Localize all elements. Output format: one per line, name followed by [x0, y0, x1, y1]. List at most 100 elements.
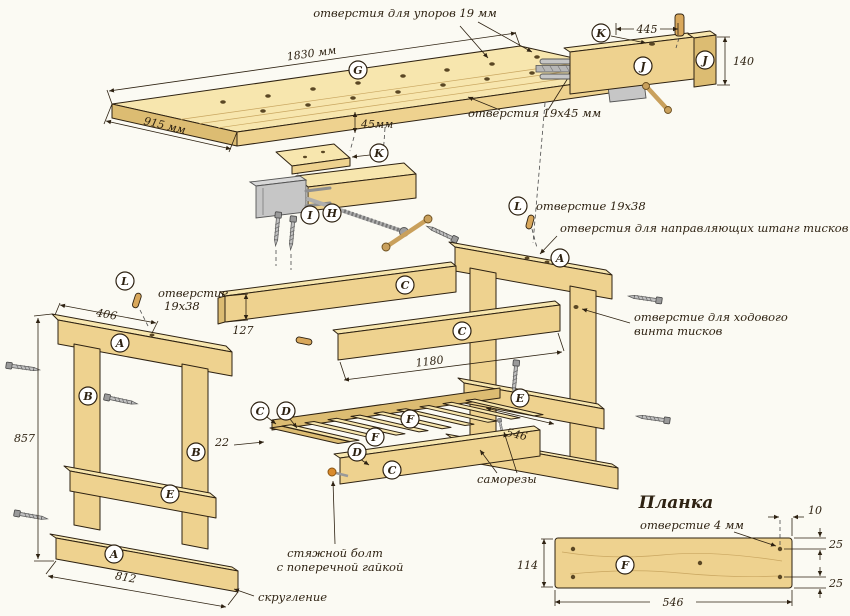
callout-k-2: K [351, 143, 389, 163]
label-hole-4mm: отверстие 4 мм [640, 518, 744, 532]
callout-d-2: D [347, 442, 370, 466]
tie-bolt-head [327, 467, 337, 477]
plank-detail: Планка F отверстие 4 мм 114 546 10 25 [517, 493, 843, 609]
dim-apron-length: 445 [636, 23, 658, 36]
callout-letter-b: B [82, 390, 92, 403]
callout-j-1: J [633, 56, 653, 76]
dim-plank-hole-bottom: 25 [828, 577, 843, 590]
callout-c-2: C [452, 321, 472, 341]
callout-letter-c: C [256, 405, 265, 418]
callout-letter-e: E [165, 488, 175, 501]
callout-e-2: E [510, 388, 530, 408]
dim-plank-height: 114 [517, 559, 538, 572]
dim-rail-length: 1180 [415, 353, 444, 369]
callout-f-2: F [365, 427, 385, 447]
label-tie-bolt-line1: стяжной болт [287, 546, 383, 560]
callout-a-2: A [104, 544, 124, 564]
vise-hole-labels: L отверстие 19х38 отверстия для направля… [508, 196, 849, 338]
callout-letter-g: G [353, 64, 362, 77]
vise-t-handle [383, 216, 431, 250]
label-hole-19x38-line2: 19х38 [164, 299, 200, 313]
callout-letter-h: H [326, 207, 338, 220]
tabletop-dimensions: 1830 мм 915 мм 45мм отверстия для упоров… [103, 6, 601, 153]
callout-letter-i: I [306, 209, 313, 222]
dowel-pin [295, 336, 313, 346]
label-holes-for-stops: отверстия для упоров 19 мм [313, 6, 497, 20]
left-frame-left-leg [73, 343, 101, 531]
dowel-hole-callout-left: L отверстие 19х38 [115, 271, 228, 329]
callout-f-1: F [400, 409, 420, 429]
label-hole-19x38: отверстие 19х38 [536, 199, 646, 213]
callout-e-1: E [160, 484, 180, 504]
dim-rail-width: 127 [233, 324, 254, 337]
callout-letter-a: A [115, 337, 125, 350]
tie-bolt: стяжной болт с поперечной гайкой [277, 467, 404, 574]
lag-screw [271, 211, 283, 247]
dowel-peg [132, 292, 142, 309]
rail-bolt-hole [149, 333, 155, 337]
callout-c-3: C [250, 401, 277, 425]
label-rounding: скругление [258, 590, 327, 604]
shelf-assembly: C D D C F F 22 546 саморезы [214, 387, 555, 486]
dim-plank-length: 546 [663, 596, 684, 609]
callout-b-2: B [186, 442, 206, 462]
detail-title: Планка [638, 493, 713, 513]
callout-a-3: A [550, 248, 570, 268]
plank-grain [561, 551, 783, 577]
left-frame-rail-front [57, 319, 233, 377]
callout-letter-k: K [373, 147, 384, 160]
callout-i: I [300, 205, 320, 225]
callout-d-1: D [276, 401, 298, 429]
face-vise-assembly: K I H [248, 143, 460, 252]
lag-screw [13, 509, 49, 523]
callout-letter-f: F [620, 559, 630, 572]
tail-vise-assembly: 445 140 K J J [535, 13, 754, 114]
label-tie-bolt-line2: с поперечной гайкой [277, 560, 404, 574]
lag-screw [5, 361, 41, 374]
right-frame-right-leg [569, 285, 597, 465]
label-self-tapping-screws: саморезы [477, 472, 537, 486]
callout-letter-k: K [595, 27, 606, 40]
vise-body-front [307, 173, 417, 212]
dim-apron-height: 140 [733, 55, 754, 68]
lag-screw [424, 222, 460, 244]
callout-letter-c: C [388, 464, 397, 477]
lower-rail-front [337, 304, 561, 361]
dim-plank-hole-inset: 10 [808, 504, 822, 517]
callout-f-3: F [615, 555, 635, 575]
dim-slat-thickness: 22 [214, 436, 229, 449]
callout-letter-j: J [700, 54, 708, 67]
upper-rail-front [224, 265, 457, 323]
lag-screw [103, 393, 139, 408]
callout-letter-l: L [120, 275, 129, 288]
shelf-slats [281, 398, 544, 442]
dim-top-thickness: 45мм [360, 118, 393, 131]
lag-screw [627, 292, 663, 305]
dowel-peg [525, 214, 535, 230]
dim-frame-height: 857 [14, 432, 35, 445]
dim-rail-inset: 406 [94, 306, 118, 323]
callout-letter-a: A [109, 548, 119, 561]
callout-letter-d: D [351, 446, 362, 459]
callout-k-1: K [591, 23, 647, 45]
callout-b-1: B [78, 386, 98, 406]
callout-letter-j: J [638, 60, 646, 73]
lag-screw [635, 412, 671, 425]
callout-h: H [322, 203, 342, 223]
callout-letter-f: F [405, 413, 415, 426]
callout-letter-b: B [190, 446, 200, 459]
callout-letter-f: F [370, 431, 380, 444]
callout-c-1: C [395, 275, 415, 295]
callout-letter-l: L [513, 200, 522, 213]
vise-pad-front [291, 157, 351, 175]
label-lead-screw-hole-line2: винта тисков [634, 324, 723, 338]
bench-dog [674, 13, 685, 37]
callout-c-4: C [382, 460, 402, 480]
label-hole-19x38-line1: отверстие [158, 286, 228, 300]
apron-dog-hole [649, 42, 655, 46]
callout-letter-e: E [515, 392, 525, 405]
callout-letter-c: C [401, 279, 410, 292]
callout-a-1: A [110, 333, 130, 353]
